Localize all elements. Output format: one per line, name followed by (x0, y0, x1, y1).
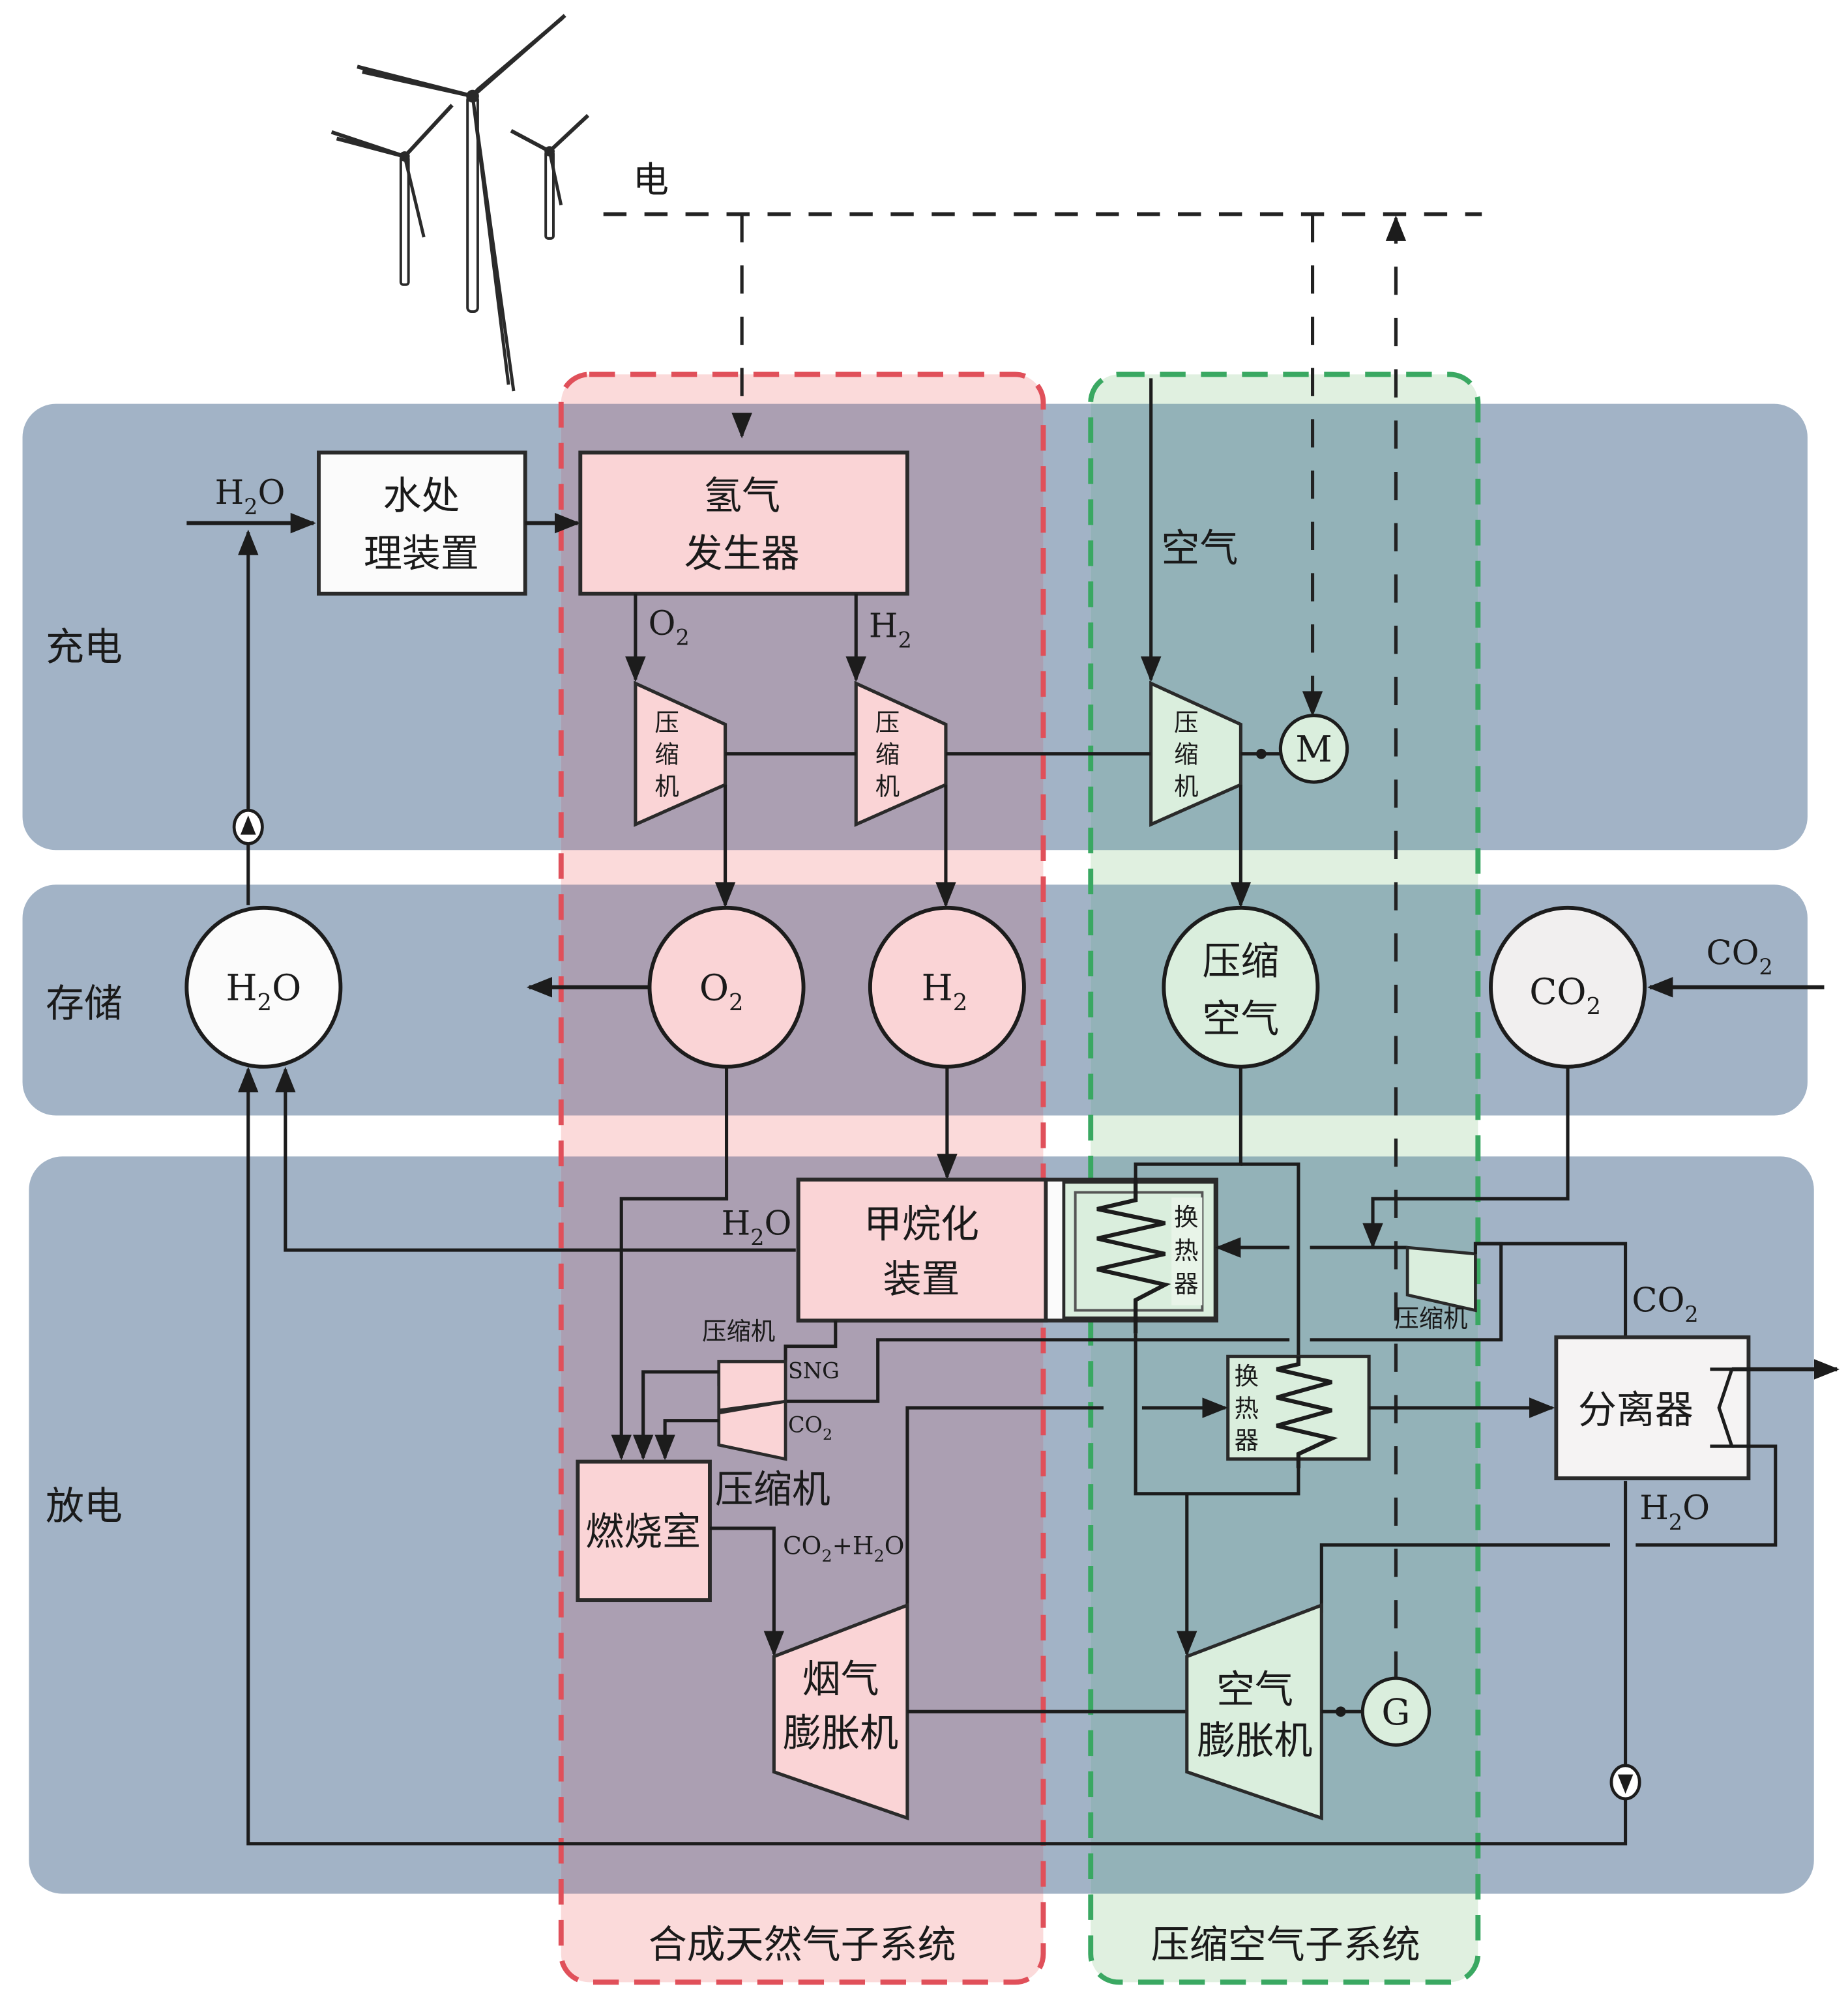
heat-exchanger-2: 换 热 器 (1226, 1354, 1371, 1468)
svg-text:H2O: H2O (226, 967, 302, 1016)
sng-compressor (717, 1360, 787, 1412)
svg-text:压: 压 (875, 708, 900, 736)
methanation-h2o-label: H2O (722, 1204, 792, 1250)
compressor-h2: 压 缩 机 (854, 680, 948, 827)
tank-compressed-air: 压缩 空气 (1162, 905, 1320, 1069)
svg-text:机: 机 (654, 772, 679, 801)
svg-text:器: 器 (1174, 1270, 1198, 1298)
svg-text:M: M (1295, 729, 1332, 770)
svg-text:膨胀机: 膨胀机 (1197, 1718, 1313, 1763)
svg-text:膨胀机: 膨胀机 (783, 1710, 898, 1755)
svg-text:压缩: 压缩 (1202, 939, 1279, 983)
electricity-lines (603, 212, 1482, 1680)
svg-text:装置: 装置 (883, 1257, 960, 1302)
separator-co2-label: CO2 (1632, 1281, 1698, 1327)
subsystem-label-caes: 压缩空气子系统 (1151, 1922, 1420, 1967)
svg-text:机: 机 (875, 772, 900, 801)
heat-exchanger-1: 换 热 器 (1062, 1179, 1217, 1333)
band-label-charge: 充电 (46, 624, 123, 669)
svg-text:甲烷化: 甲烷化 (864, 1201, 979, 1246)
svg-text:氢气: 氢气 (703, 473, 780, 518)
compressor-o2: 压 缩 机 (634, 680, 727, 827)
tank-h2o: H2O (184, 905, 343, 1069)
tank-co2: CO2 (1489, 905, 1647, 1069)
svg-text:器: 器 (1235, 1426, 1259, 1455)
co2-feed-label: CO2 (788, 1412, 832, 1444)
svg-text:CO2: CO2 (1529, 970, 1601, 1020)
svg-text:分离器: 分离器 (1578, 1388, 1694, 1433)
air-inlet-label: 空气 (1161, 526, 1238, 571)
h2-flow-label: H2 (869, 607, 912, 653)
svg-text:空气: 空气 (1216, 1667, 1293, 1711)
svg-text:O2: O2 (699, 967, 744, 1016)
svg-text:热: 热 (1235, 1394, 1259, 1423)
water-inlet-label: H2O (215, 474, 286, 519)
svg-text:压缩机: 压缩机 (1394, 1304, 1467, 1333)
compressor-text-label: 压缩机 (715, 1467, 830, 1512)
generator-icon: G (1360, 1676, 1431, 1747)
water-treatment-unit: 水处 理装置 (317, 450, 527, 596)
svg-text:换: 换 (1174, 1203, 1198, 1232)
electricity-label: 电 (633, 159, 669, 201)
svg-text:热: 热 (1174, 1236, 1198, 1265)
hydrogen-generator: 氢气 发生器 (578, 450, 909, 596)
tank-o2: O2 (647, 905, 806, 1069)
svg-text:缩: 缩 (654, 740, 679, 768)
sng-label: SNG (788, 1358, 840, 1384)
flue-gas-expander: 烟气 膨胀机 (772, 1603, 909, 1821)
band-label-discharge: 放电 (46, 1483, 123, 1528)
svg-text:换: 换 (1235, 1362, 1259, 1391)
svg-text:压: 压 (654, 708, 679, 736)
svg-text:燃烧室: 燃烧室 (585, 1509, 701, 1554)
combustor-unit: 燃烧室 (576, 1459, 712, 1603)
air-expander: 空气 膨胀机 (1185, 1603, 1323, 1821)
motor-icon: M (1278, 714, 1349, 784)
svg-text:空气: 空气 (1202, 997, 1279, 1041)
tank-h2: H2 (868, 905, 1026, 1069)
separator-unit: 分离器 (1554, 1335, 1751, 1481)
subsystem-label-sng: 合成天然气子系统 (649, 1922, 956, 1967)
sng-compressor-label: 压缩机 (702, 1317, 775, 1346)
svg-text:缩: 缩 (1174, 740, 1198, 768)
co2-inlet-label: CO2 (1707, 934, 1773, 980)
svg-text:烟气: 烟气 (802, 1657, 879, 1702)
co2-compressor: 压缩机 (1394, 1245, 1477, 1333)
svg-text:H2: H2 (922, 967, 968, 1016)
svg-text:G: G (1381, 1691, 1410, 1733)
svg-text:发生器: 发生器 (684, 531, 800, 576)
wind-turbine-icon (330, 14, 590, 392)
svg-text:水处: 水处 (383, 473, 460, 518)
band-label-storage: 存储 (46, 981, 123, 1026)
flue-gas-label: CO2+H2O (783, 1531, 904, 1566)
check-valve-icon (232, 808, 264, 845)
svg-text:压: 压 (1174, 708, 1198, 736)
svg-text:机: 机 (1174, 772, 1198, 801)
svg-text:理装置: 理装置 (364, 531, 479, 576)
o2-flow-label: O2 (649, 605, 690, 650)
svg-text:缩: 缩 (875, 740, 900, 768)
svg-text:H2O: H2O (215, 474, 286, 519)
check-valve-icon (1609, 1764, 1641, 1801)
separator-h2o-label: H2O (1639, 1489, 1710, 1535)
co2-feed-compressor (717, 1399, 787, 1461)
